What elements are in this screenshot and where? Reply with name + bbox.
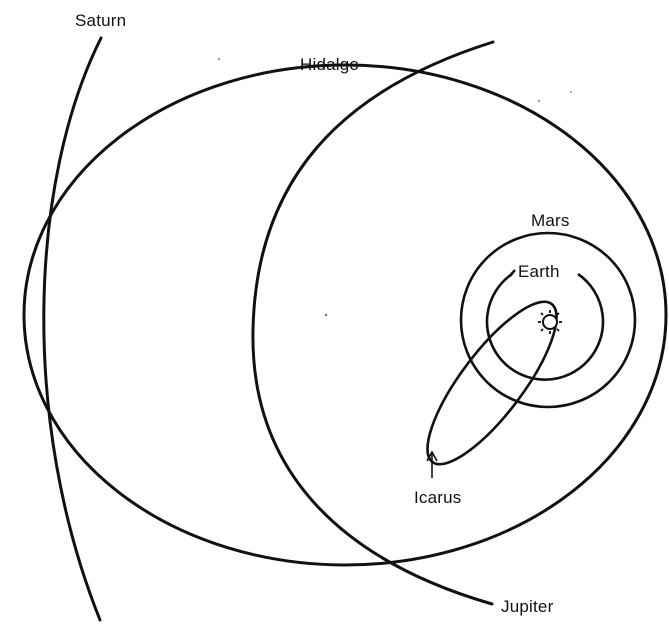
- icarus-label: Icarus: [414, 488, 462, 507]
- hidalgo-label: Hidalgo: [300, 55, 359, 74]
- hidalgo-orbit: [24, 65, 666, 565]
- jupiter-label: Jupiter: [501, 597, 554, 616]
- scan-speck: [538, 100, 540, 102]
- earth-label: Earth: [518, 262, 560, 281]
- scan-speck: [570, 91, 572, 93]
- saturn-label: Saturn: [75, 11, 126, 30]
- scan-speck: [218, 58, 220, 60]
- mars-label: Mars: [531, 211, 570, 230]
- saturn-orbit: [44, 38, 101, 620]
- sun-icon: [538, 310, 562, 334]
- scan-speck: [325, 314, 327, 316]
- jupiter-orbit: [253, 42, 493, 604]
